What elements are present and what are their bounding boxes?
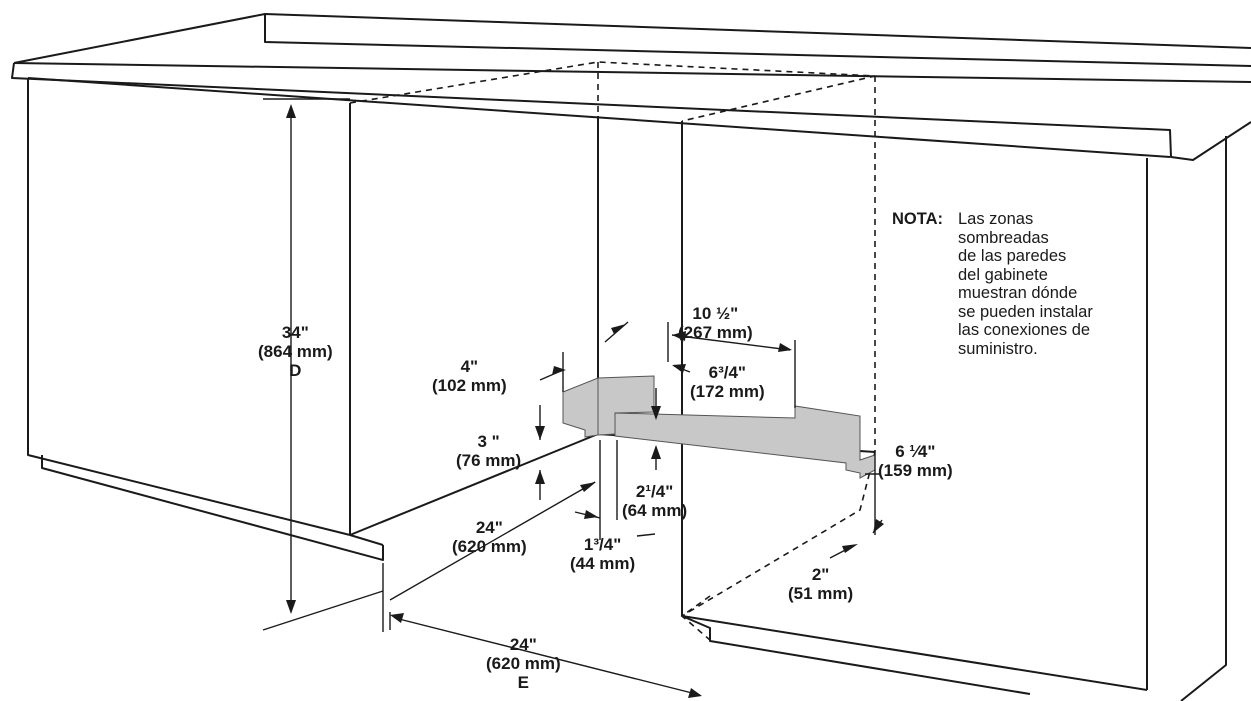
dimension-right-zone-label: 6 ¹⁄4" (159 mm) xyxy=(878,442,953,480)
arrow-zone-left-down xyxy=(535,426,545,440)
right-cabinet-kick xyxy=(681,615,1031,695)
arrow-zone-left xyxy=(552,366,566,375)
right-zone-imperial: 6 ¹⁄4" xyxy=(895,442,936,461)
arrow-width-left xyxy=(390,613,404,623)
arrow-width-right xyxy=(688,688,702,698)
zone-bottom-imperial: 3 " xyxy=(477,432,500,451)
width-imperial: 24" xyxy=(509,635,537,654)
hidden-back-top xyxy=(349,61,876,122)
arrow-height-bottom xyxy=(286,600,296,614)
dimension-depth-label: 24" (620 mm) xyxy=(452,518,527,556)
right-cabinet-side xyxy=(1180,136,1227,701)
dimension-width-label: 24" (620 mm) E xyxy=(486,635,561,692)
height-dimension-line xyxy=(262,98,384,631)
zone-left-metric: (102 mm) xyxy=(432,376,507,395)
back-zone-dim xyxy=(604,321,796,408)
dimension-zone-left-label: 4" (102 mm) xyxy=(432,357,507,395)
arrow-floor-down xyxy=(651,406,661,420)
floor-metric: (64 mm) xyxy=(622,501,688,520)
backsplash xyxy=(13,13,1251,67)
back-zone-metric: (267 mm) xyxy=(678,323,753,342)
arrow-depth xyxy=(580,482,596,492)
depth-imperial: 24" xyxy=(475,518,503,537)
opening-back-corner xyxy=(349,116,876,536)
note-line: del gabinete xyxy=(958,265,1048,284)
countertop-top xyxy=(13,62,1251,83)
arrow-right-offset xyxy=(842,544,858,553)
note-text: Las zonas sombreadas de las paredes del … xyxy=(958,210,1093,358)
floor-imperial: 2¹/4" xyxy=(635,482,674,501)
left-cabinet-front xyxy=(27,78,351,536)
note-line: sombreadas xyxy=(958,228,1049,247)
right-offset-metric: (51 mm) xyxy=(788,584,854,603)
note-line: se pueden instalar xyxy=(958,302,1093,321)
back-offset-metric: (172 mm) xyxy=(690,382,765,401)
shaded-zone-left xyxy=(562,377,599,438)
arrow-top-left xyxy=(611,324,626,334)
arrow-corner xyxy=(584,510,598,519)
width-metric: (620 mm) xyxy=(486,654,561,673)
back-offset-imperial: 6³/4" xyxy=(708,363,746,382)
height-imperial: 34" xyxy=(281,323,309,342)
dimension-floor-label: 2¹/4" (64 mm) xyxy=(622,482,687,520)
corner-metric: (44 mm) xyxy=(570,554,636,573)
hidden-vertical xyxy=(597,62,876,452)
note-line: Las zonas xyxy=(958,210,1034,228)
dimension-corner-label: 1³/4" (44 mm) xyxy=(570,535,635,573)
arrow-right-zone xyxy=(873,519,884,533)
arrow-floor-up xyxy=(651,445,661,459)
note-line: suministro. xyxy=(958,339,1038,358)
width-letter: E xyxy=(517,673,529,692)
right-offset-imperial: 2" xyxy=(811,565,830,584)
shaded-zone-right xyxy=(614,405,876,479)
note-line: de las paredes xyxy=(958,247,1067,265)
depth-metric: (620 mm) xyxy=(452,537,527,556)
zone-left-dim xyxy=(539,352,564,500)
dimension-back-zone-label: 10 ½" (267 mm) xyxy=(678,304,753,342)
height-letter: D xyxy=(289,361,302,380)
note-line: las conexiones de xyxy=(958,321,1091,339)
arrow-back-offset xyxy=(672,364,686,373)
height-metric: (864 mm) xyxy=(258,342,333,361)
corner-imperial: 1³/4" xyxy=(583,535,622,554)
back-zone-imperial: 10 ½" xyxy=(692,304,739,323)
arrow-height-top xyxy=(286,104,296,118)
zone-left-imperial: 4" xyxy=(460,357,479,376)
zone-bottom-metric: (76 mm) xyxy=(456,451,522,470)
dimension-back-offset-label: 6³/4" (172 mm) xyxy=(690,363,765,401)
countertop-front xyxy=(11,62,1251,161)
arrow-back-right xyxy=(778,343,792,352)
dimension-zone-bottom-label: 3 " (76 mm) xyxy=(456,432,521,470)
note-label: NOTA: xyxy=(892,210,944,228)
right-zone-metric: (159 mm) xyxy=(878,461,953,480)
dimension-right-offset-label: 2" (51 mm) xyxy=(788,565,853,603)
dimension-height-label: 34" (864 mm) D xyxy=(258,323,333,380)
arrow-zone-left-up xyxy=(535,470,545,484)
right-zone-dim xyxy=(829,452,883,559)
arrow-back-left xyxy=(672,331,686,341)
note-line: muestran dónde xyxy=(958,284,1078,302)
right-cabinet-front xyxy=(681,121,1148,691)
depth-dimension-line xyxy=(382,481,596,632)
left-cabinet-kick xyxy=(41,455,384,561)
hidden-floor xyxy=(680,451,876,641)
